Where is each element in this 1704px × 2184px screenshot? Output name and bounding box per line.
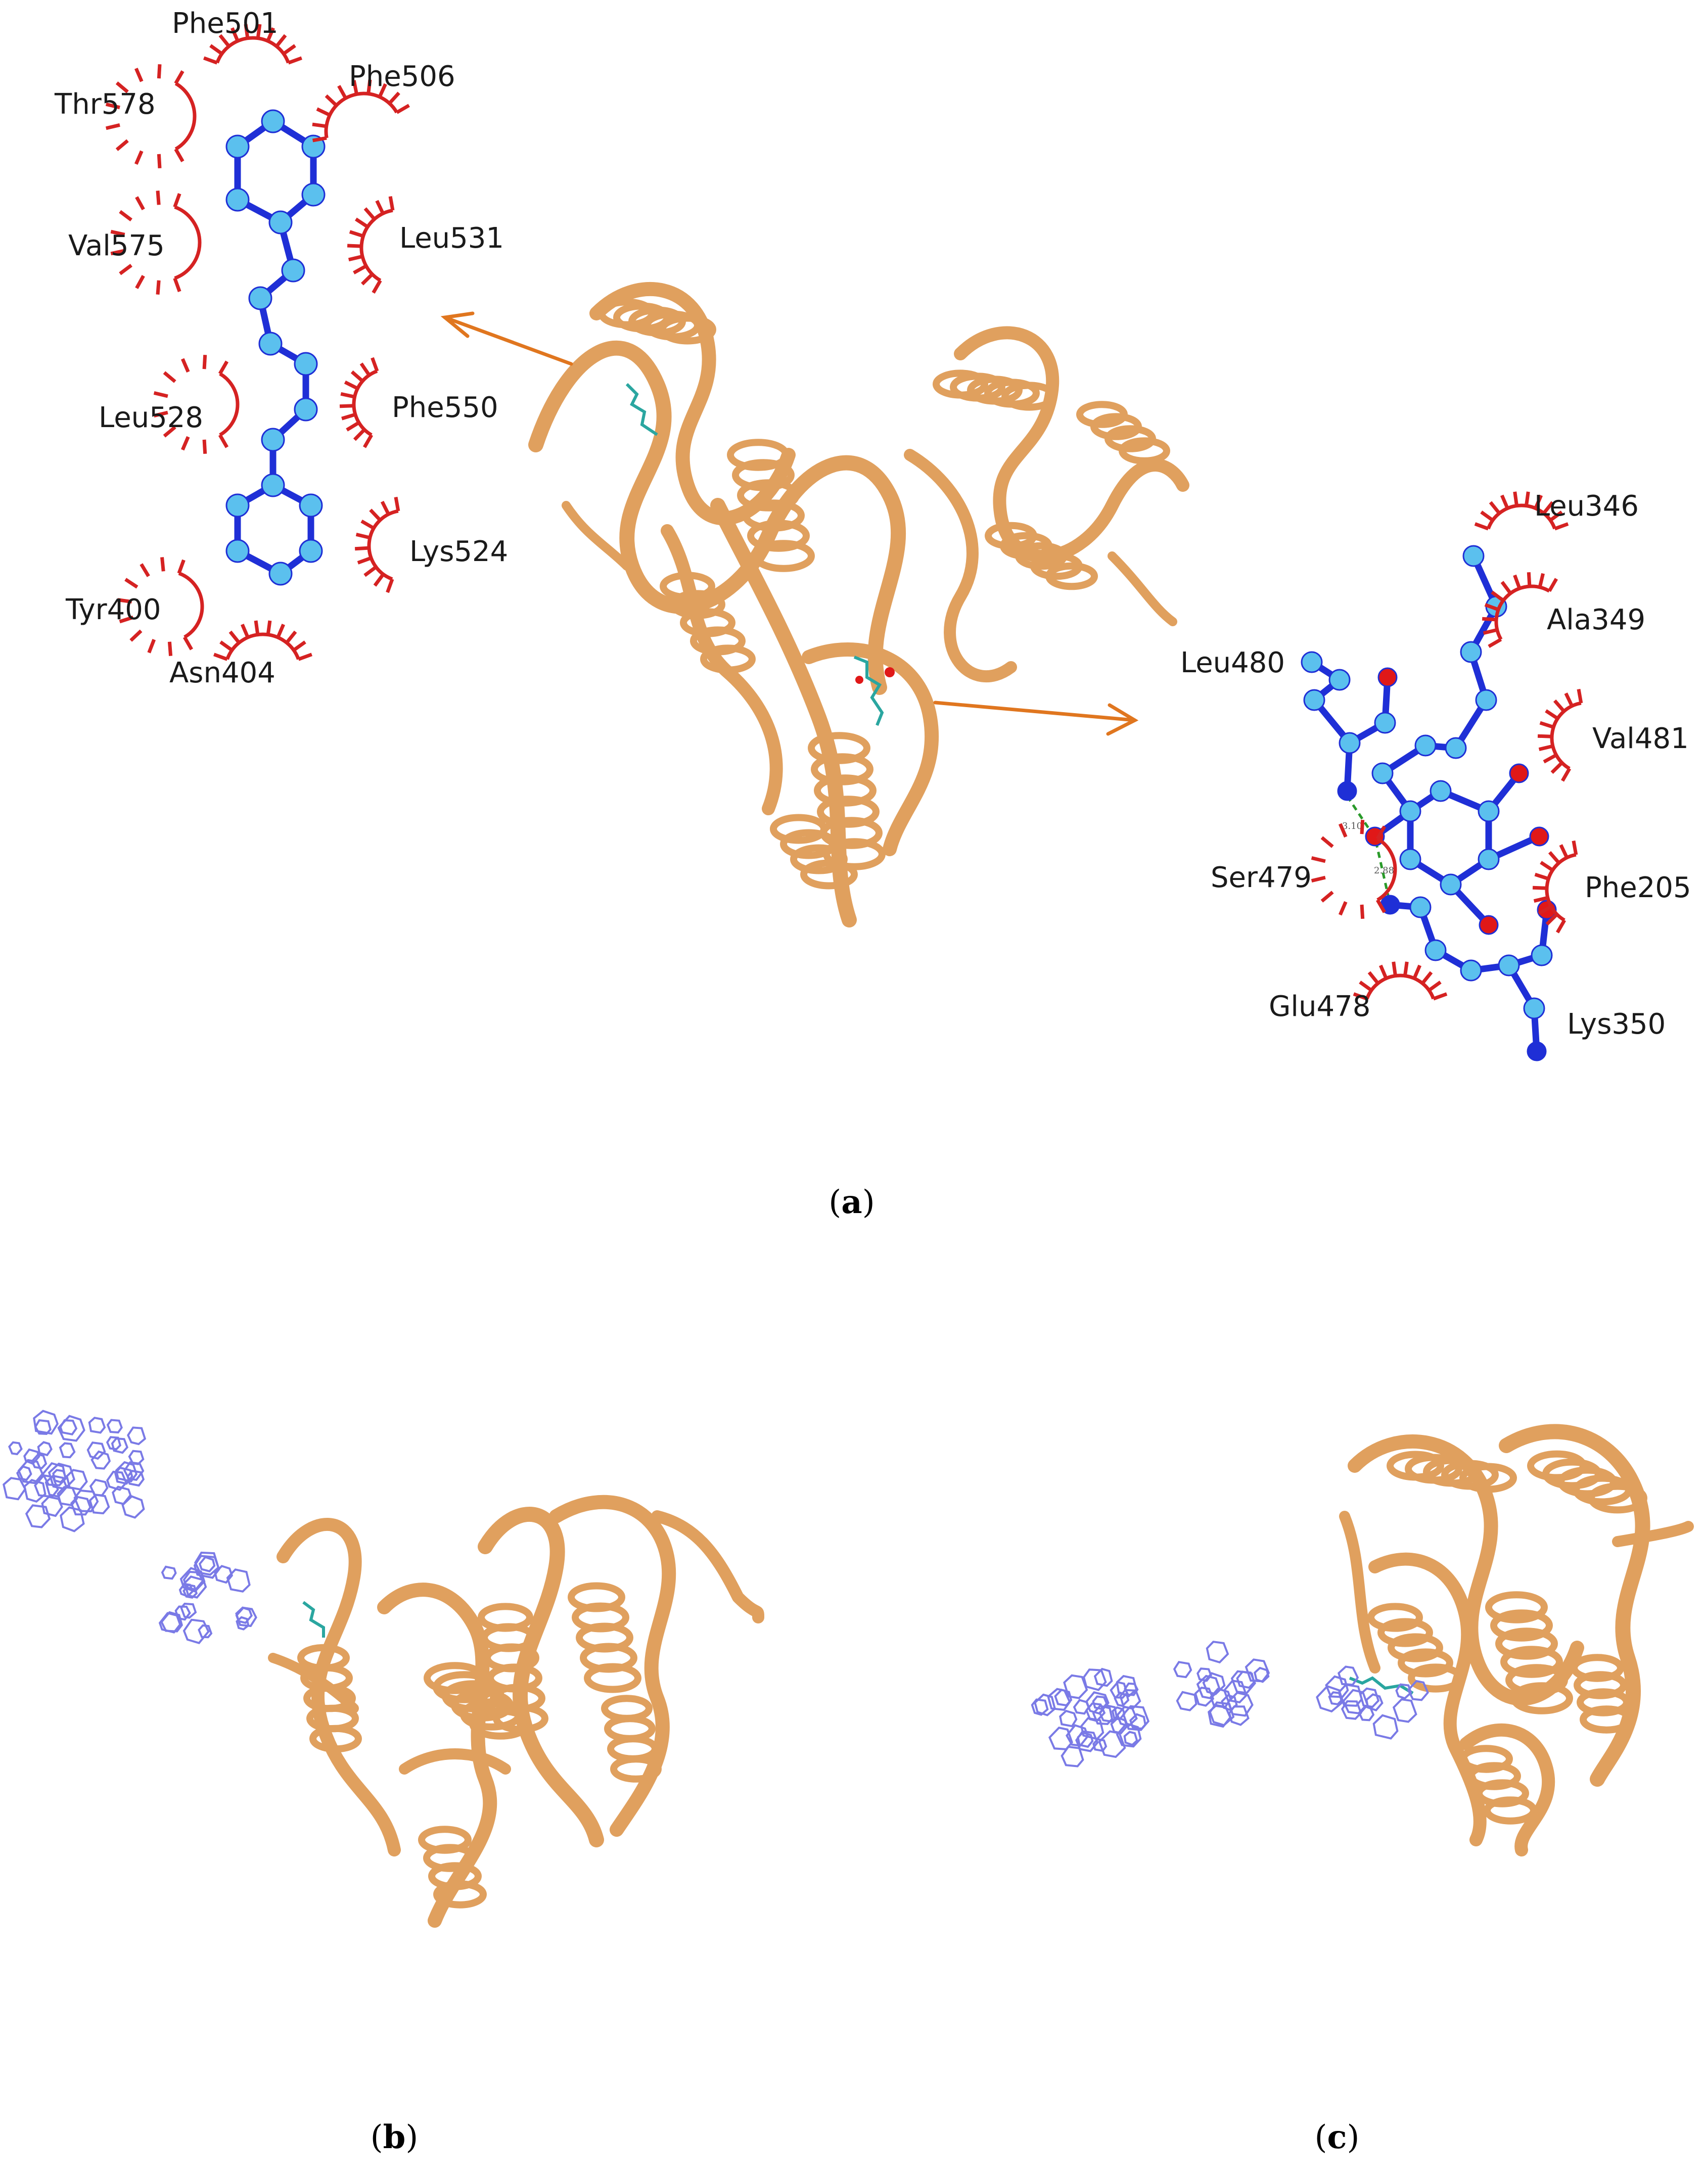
residue-label: Phe501 [172,7,279,40]
helix-coils-a [598,298,1170,890]
panel-label-c: (c) [1315,2118,1360,2156]
hydrophobic-contact-arc [153,354,240,454]
bound-ligand-c [1349,1676,1414,1695]
docking-mesh-b [3,1410,257,1644]
residue-label: Tyr400 [65,593,161,626]
residue-label: Val575 [68,229,165,262]
hbond-distance-label: 3.10 [1342,821,1362,831]
residue-label: Leu528 [99,401,203,434]
arrow-to-ligand2 [933,701,1137,722]
hbond-1 [1346,795,1374,835]
hydrophobic-contact-arc [110,191,202,295]
hbond-distance-label: 2.88 [1374,865,1394,876]
hydrophobic-contact-arc [105,64,197,169]
residue-label: Lys524 [409,535,508,568]
arrow-to-ligand1 [443,315,573,366]
residue-label: Phe506 [349,60,455,93]
ligand1-ring-bottom [234,481,314,578]
bound-ligand-b [302,1601,325,1638]
ligand2-ring [1407,787,1492,889]
panel-label-b: (b) [371,2118,419,2156]
residue-label: Ser479 [1211,861,1312,894]
residue-label: Lys350 [1567,1008,1666,1041]
residue-label: Asn404 [169,657,275,689]
residue-label: Phe550 [392,391,498,424]
hydrophobic-contact-arc [339,357,379,448]
residue-label: Leu346 [1534,490,1639,523]
protein-structure-b [268,1495,764,1928]
hydrophobic-contact-arc [203,24,302,65]
hydrophobic-contact-arc [1482,572,1558,648]
residue-label: Glu478 [1269,990,1370,1023]
protein-structure-c [1339,1424,1694,1856]
ligand2-diagram: 3.10 2.88 [1180,490,1691,1061]
hydrophobic-contact-arc [117,557,204,656]
bound-ligand-2 [853,656,884,726]
protein-structure-a [528,282,1189,927]
ligand2-hydrophobic-arcs [1311,491,1583,1001]
panel-label-a: (a) [828,1183,874,1221]
hydrophobic-contact-arc [1537,688,1583,782]
hydrophobic-contact-arc [213,620,312,661]
helix-coils-b [297,1582,662,1909]
docking-mesh-c [1031,1641,1429,1768]
helix-coils-c [1367,1450,1647,1825]
ligand1-atoms [225,109,326,586]
bound-ligand-1 [625,383,658,436]
hydrophobic-contact-arc [312,79,410,143]
residue-label: Thr578 [54,88,156,121]
ligand1-ring-top [234,117,317,226]
hydrophobic-contact-arc [347,196,395,294]
hydrophobic-contact-arc [1353,961,1448,1001]
hydrophobic-contact-arc [1474,491,1569,531]
ligand1-diagram: Phe501 Phe506 Thr578 Leu531 Val575 Leu52… [54,7,508,689]
arrows [440,311,1139,736]
residue-label: Leu531 [399,222,504,255]
ligand1-hydrophobic-arcs [105,24,410,661]
hydrophobic-contact-arc [1532,840,1578,934]
hydrophobic-contact-arc [354,496,400,593]
residue-label: Ala349 [1547,603,1645,636]
residue-label: Phe205 [1585,871,1691,904]
hydrophobic-contact-arc [1311,819,1397,919]
residue-label: Val481 [1592,722,1689,755]
residue-label: Leu480 [1180,646,1285,679]
